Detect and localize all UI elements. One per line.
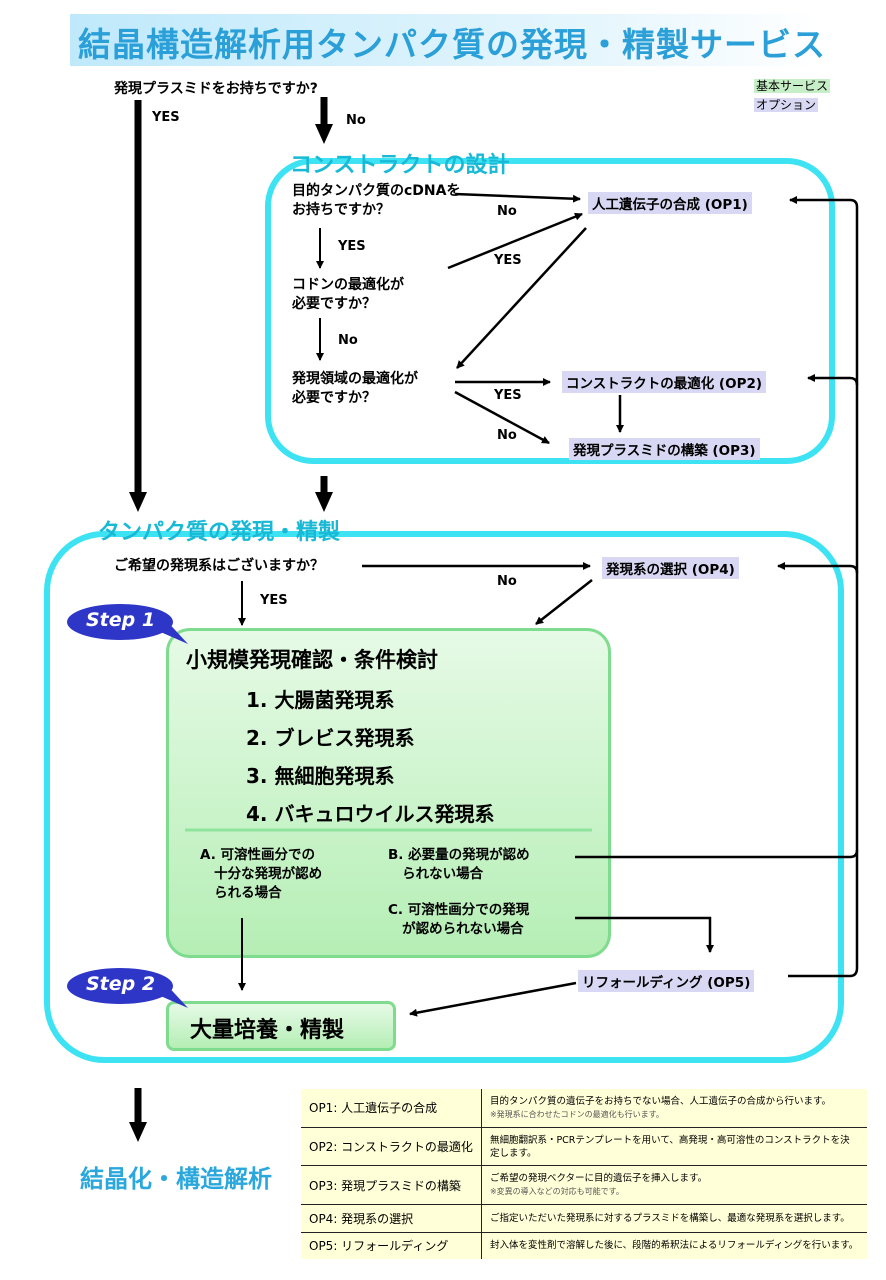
label-yes-cdna: YES — [338, 239, 366, 254]
final-step: 結晶化・構造解析 — [80, 1165, 272, 1193]
option-op3: 発現プラスミドの構築 (OP3) — [569, 438, 760, 460]
option-name: OP3: 発現プラスミドの構築 — [301, 1165, 482, 1206]
option-desc: ご希望の発現ベクターに目的遺伝子を挿入します。※変異の導入などの対応も可能です。 — [481, 1165, 867, 1206]
label-no-region: No — [497, 428, 517, 443]
label-no-top: No — [346, 113, 366, 128]
small-scale-title: 小規模発現確認・条件検討 — [186, 648, 438, 672]
section-construct-design: コンストラクトの設計 — [290, 153, 510, 178]
step2-badge — [67, 968, 188, 1008]
table-row: OP1: 人工遺伝子の合成 目的タンパク質の遺伝子をお持ちでない場合、人工遺伝子… — [301, 1089, 867, 1128]
label-yes-system: YES — [260, 593, 288, 608]
case-c: C. 可溶性画分での発現 が認められない場合 — [388, 902, 530, 937]
option-name: OP1: 人工遺伝子の合成 — [301, 1089, 482, 1128]
system-item: 2. ブレビス発現系 — [246, 726, 415, 750]
q-region: 発現領域の最適化が必要ですか？ — [292, 371, 418, 406]
option-op5: リフォールディング (OP5) — [578, 970, 755, 992]
q-cdna: 目的タンパク質のcDNAをお持ちですか？ — [292, 183, 461, 218]
label-no-system: No — [497, 574, 517, 589]
q-system: ご希望の発現系はございますか？ — [114, 558, 324, 574]
step2-label: Step 2 — [86, 973, 156, 995]
table-row: OP3: 発現プラスミドの構築 ご希望の発現ベクターに目的遺伝子を挿入します。※… — [301, 1165, 867, 1206]
option-name: OP5: リフォールディング — [301, 1232, 482, 1259]
large-scale-title: 大量培養・精製 — [190, 1018, 345, 1043]
option-op4: 発現系の選択 (OP4) — [602, 557, 739, 579]
option-desc: 目的タンパク質の遺伝子をお持ちでない場合、人工遺伝子の合成から行います。※発現系… — [481, 1089, 867, 1128]
page-title: 結晶構造解析用タンパク質の発現・精製サービス — [78, 25, 826, 64]
system-item: 3. 無細胞発現系 — [246, 764, 395, 788]
q-codon: コドンの最適化が必要ですか？ — [292, 277, 404, 312]
legend: 基本サービス オプション — [754, 76, 831, 114]
legend-base: 基本サービス — [754, 79, 831, 93]
option-op1: 人工遺伝子の合成 (OP1) — [588, 192, 752, 214]
options-table: OP1: 人工遺伝子の合成 目的タンパク質の遺伝子をお持ちでない場合、人工遺伝子… — [301, 1089, 867, 1259]
option-name: OP2: コンストラクトの最適化 — [301, 1127, 482, 1167]
label-no-codon: No — [338, 333, 358, 348]
option-op2: コンストラクトの最適化 (OP2) — [562, 371, 767, 393]
label-no-cdna: No — [497, 204, 517, 219]
section-expression-purification: タンパク質の発現・精製 — [98, 520, 341, 545]
option-desc: 封入体を変性剤で溶解した後に、段階的希釈法によるリフォールディングを行います。 — [489, 1240, 859, 1252]
q-plasmid: 発現プラスミドをお持ちですか? — [114, 81, 318, 97]
table-row: OP5: リフォールディング 封入体を変性剤で溶解した後に、段階的希釈法によるリ… — [301, 1232, 867, 1259]
step1-badge — [67, 604, 188, 644]
case-b: B. 必要量の発現が認め られない場合 — [388, 847, 530, 882]
option-desc: ご指定いただいた発現系に対するプラスミドを構築し、最適な発現系を選択します。 — [481, 1204, 867, 1233]
option-name: OP4: 発現系の選択 — [301, 1204, 482, 1233]
title-bar — [70, 14, 820, 66]
case-a: A. 可溶性画分での 十分な発現が認め られる場合 — [200, 847, 323, 901]
table-row: OP2: コンストラクトの最適化 無細胞翻訳系・PCRテンプレートを用いて、高発… — [301, 1127, 867, 1167]
label-yes-codon: YES — [494, 253, 522, 268]
legend-option: オプション — [754, 98, 819, 112]
large-scale-box — [166, 1001, 396, 1051]
system-item: 1. 大腸菌発現系 — [246, 688, 395, 712]
label-yes-region: YES — [494, 388, 522, 403]
label-yes-left: YES — [152, 110, 180, 125]
expression-purification-box — [44, 531, 844, 1063]
small-scale-box — [166, 628, 611, 958]
construct-design-box — [265, 158, 835, 464]
table-row: OP4: 発現系の選択 ご指定いただいた発現系に対するプラスミドを構築し、最適な… — [301, 1204, 867, 1233]
system-item: 4. バキュロウイルス発現系 — [246, 802, 495, 826]
step1-label: Step 1 — [86, 609, 156, 631]
option-desc: 無細胞翻訳系・PCRテンプレートを用いて、高発現・高可溶性のコンストラクトを決定… — [481, 1127, 867, 1167]
